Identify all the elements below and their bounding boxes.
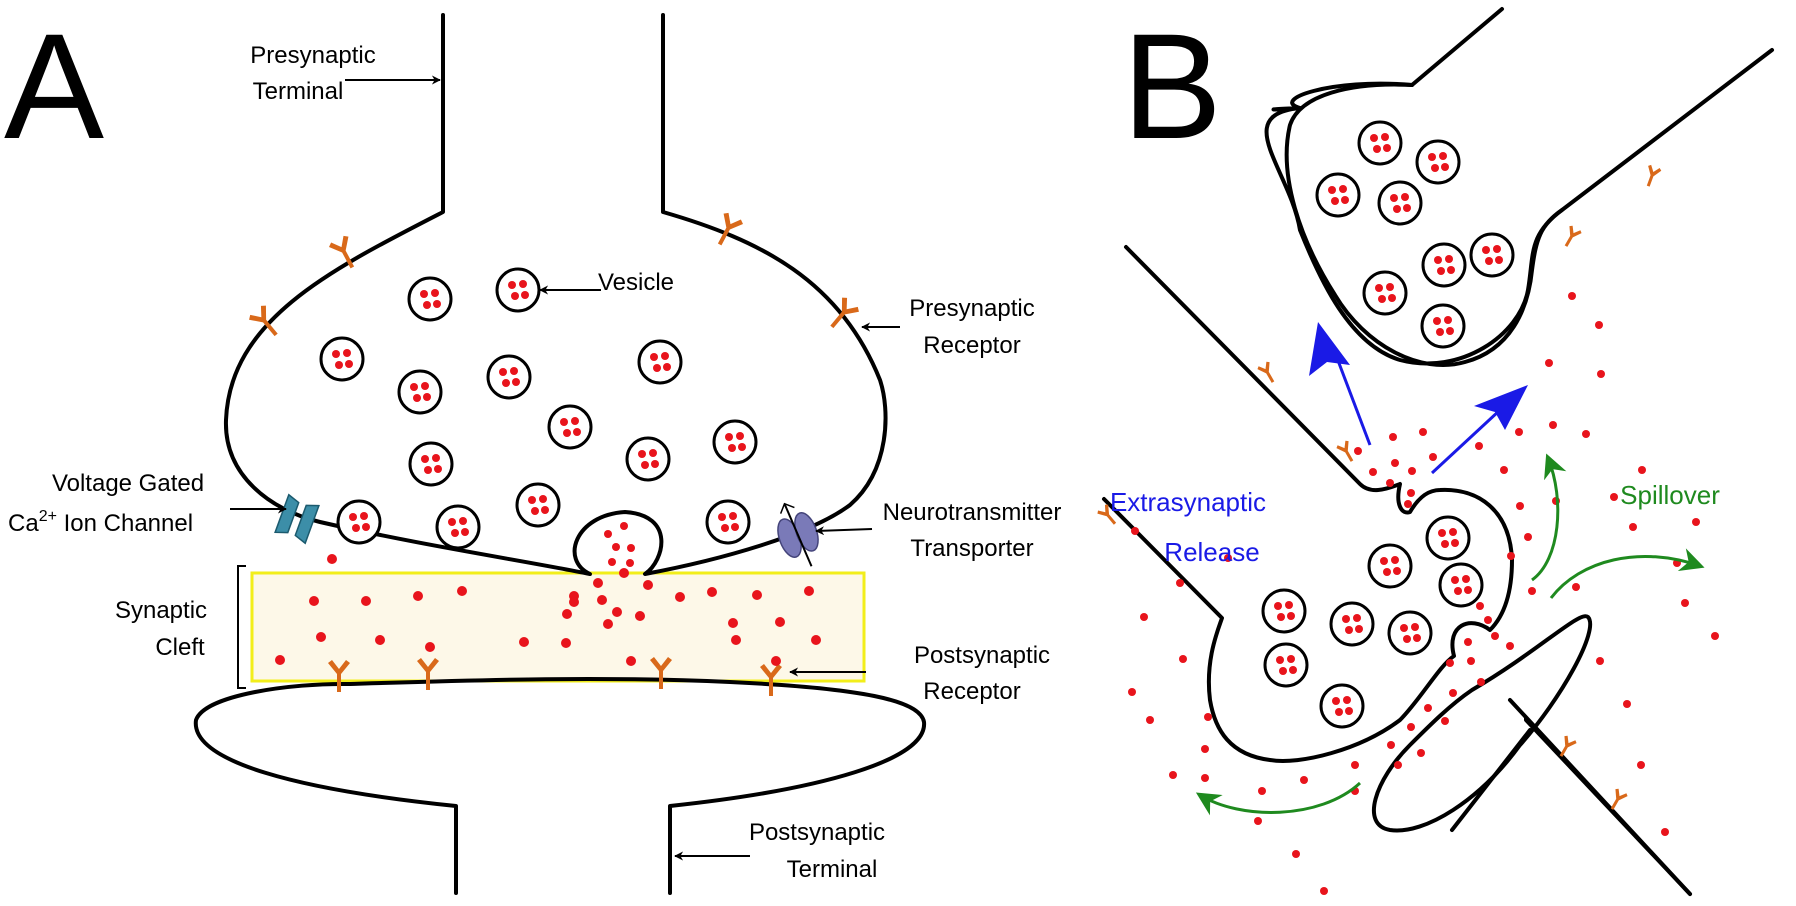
voltage-gated-label-1: Voltage Gated [52, 470, 204, 497]
synaptic-cleft-bracket [237, 565, 246, 689]
presynaptic-receptor-icon [247, 303, 285, 342]
synaptic-cleft-region [250, 571, 866, 683]
presynaptic-terminal-outline [223, 13, 888, 576]
synaptic-cleft-label-1: Synaptic [115, 597, 207, 624]
vesicle [397, 369, 443, 415]
vesicle [1425, 515, 1471, 561]
lower-vesicles [1261, 515, 1484, 729]
extrasynaptic-label-1: Extrasynaptic [1110, 487, 1266, 517]
extrasynaptic-arrows [1309, 322, 1528, 475]
vesicle [705, 499, 751, 545]
fusing-vesicle-contents [604, 522, 635, 567]
synaptic-cleft-label-2: Cleft [155, 634, 205, 661]
vesicle [435, 504, 481, 550]
transporter-label-2: Transporter [910, 535, 1033, 562]
vesicle [408, 441, 454, 487]
vesicle [1357, 120, 1403, 166]
vesicle [637, 339, 683, 385]
arrow-up-left-icon [1309, 322, 1350, 376]
receptor-icon [1641, 164, 1662, 189]
lower-presynaptic-outline [1102, 245, 1514, 763]
postsynaptic-dendrite-outline [1450, 698, 1692, 896]
vesicle [515, 482, 561, 528]
vesicle [547, 404, 593, 450]
vesicle [407, 276, 453, 322]
vesicle [1469, 232, 1515, 278]
extrasynaptic-label-2: Release [1164, 537, 1259, 567]
vesicle [1367, 543, 1413, 589]
ion-channel-icon [274, 493, 320, 545]
vesicle [1377, 180, 1423, 226]
panel-a: A [4, 2, 1062, 895]
voltage-gated-label-2: Ca2+ Ion Channel [8, 508, 193, 537]
panel-a-letter: A [4, 2, 104, 170]
presynaptic-receptor-label-1: Presynaptic [909, 295, 1034, 322]
presynaptic-receptors [247, 211, 861, 342]
panel-b-letter: B [1122, 2, 1222, 170]
arrow-up-right-icon [1474, 385, 1528, 430]
vesicle [1438, 562, 1484, 608]
vesicle [486, 354, 532, 400]
vesicle [1319, 683, 1365, 729]
vesicle [1329, 601, 1375, 647]
vesicle [1415, 139, 1461, 185]
vesicle [1263, 642, 1309, 688]
presynaptic-receptor-label-2: Receptor [923, 332, 1020, 359]
vesicle [1387, 610, 1433, 656]
vesicle [1421, 242, 1467, 288]
vesicle [1261, 588, 1307, 634]
transporter-arrow [815, 526, 873, 536]
postsynaptic-terminal-label-2: Terminal [787, 856, 878, 883]
spillover-arrows [1195, 453, 1705, 816]
receptor-icon [1559, 224, 1583, 250]
vesicle [1315, 172, 1361, 218]
postsynaptic-receptor-label-1: Postsynaptic [914, 642, 1050, 669]
vesicle [319, 336, 365, 382]
postsynaptic-terminal-label-1: Postsynaptic [749, 819, 885, 846]
transporter-icon [777, 502, 819, 567]
dendrite-edge [1524, 716, 1692, 896]
neurotransmitter-dots [275, 554, 821, 666]
neurotransmitter-dots-b [1128, 292, 1719, 895]
upper-terminal-body [1284, 82, 1564, 368]
transporter-label-1: Neurotransmitter [883, 499, 1062, 526]
vesicle [495, 267, 541, 313]
vesicle-label: Vesicle [598, 269, 674, 296]
vesicle [1420, 303, 1466, 349]
postsynaptic-spine-outline [1372, 614, 1593, 833]
postsynaptic-receptor-label-2: Receptor [923, 678, 1020, 705]
spillover-label: Spillover [1620, 480, 1720, 510]
vesicle [625, 436, 671, 482]
presynaptic-terminal-label-2: Terminal [253, 78, 344, 105]
vesicle [712, 419, 758, 465]
presynaptic-terminal-label-1: Presynaptic [250, 42, 375, 69]
vesicle [336, 499, 382, 545]
vesicles [319, 267, 758, 550]
panel-b: B [1096, 2, 1774, 896]
postsynaptic-terminal-outline [193, 676, 927, 895]
vesicle [1362, 270, 1408, 316]
